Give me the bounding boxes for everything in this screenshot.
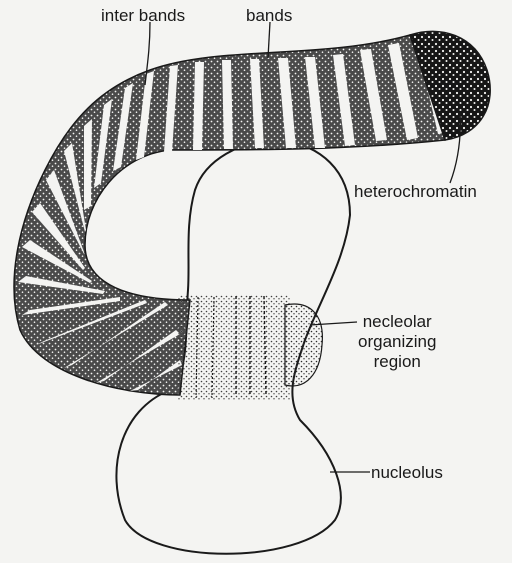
puffed-region xyxy=(178,295,290,400)
label-nucleolar-organizing-region: necleolar organizing region xyxy=(358,312,436,372)
label-bands: bands xyxy=(246,6,292,26)
label-nor-line3: region xyxy=(358,352,436,372)
label-nor-line1: necleolar xyxy=(358,312,436,332)
label-nucleolus: nucleolus xyxy=(371,463,443,483)
label-nor-line2: organizing xyxy=(358,332,436,352)
nucleolar-organizing-region xyxy=(285,304,322,386)
label-inter-bands: inter bands xyxy=(101,6,185,26)
label-heterochromatin: heterochromatin xyxy=(354,182,477,202)
